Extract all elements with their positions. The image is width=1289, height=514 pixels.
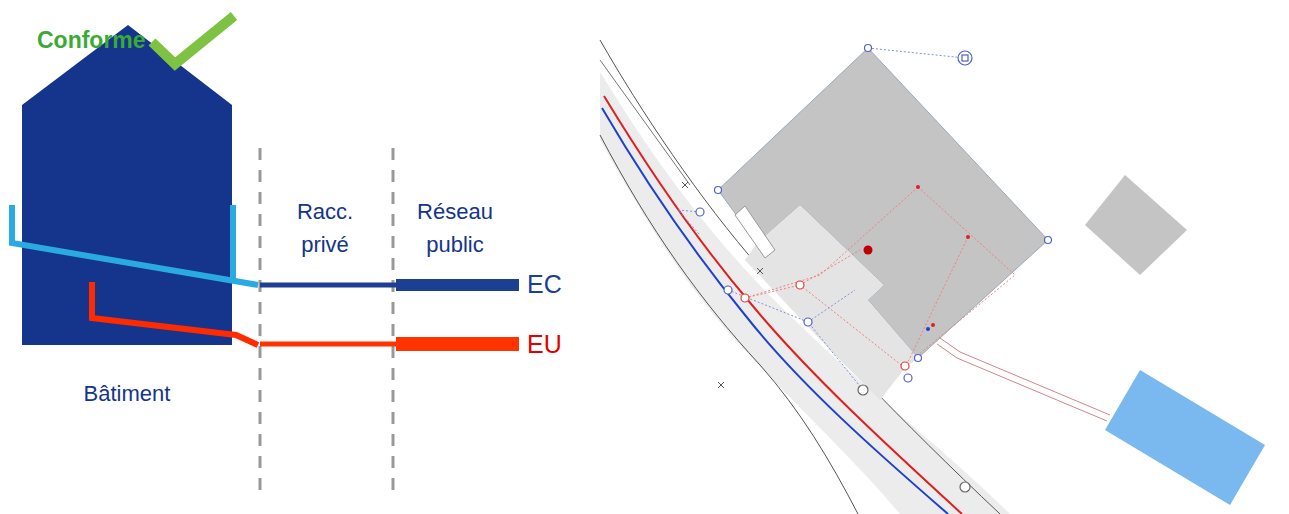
terrace	[745, 205, 918, 400]
waste-point	[931, 323, 935, 327]
stair	[735, 206, 775, 258]
downpipe	[864, 246, 873, 255]
waste-point	[916, 185, 920, 189]
survey-point	[682, 182, 763, 388]
network-label: EC	[527, 268, 587, 301]
pool-pipe	[937, 344, 1107, 421]
manhole	[696, 51, 972, 492]
network-label: EU	[527, 328, 587, 361]
status-heading: Conforme	[37, 24, 177, 57]
house-outline	[22, 25, 232, 345]
node-label: Bâtiment	[20, 381, 234, 407]
storm-point	[926, 327, 930, 331]
waste-private	[260, 342, 396, 347]
house-shape	[20, 25, 234, 345]
storm-public	[396, 279, 519, 291]
private-waste-network	[745, 187, 1015, 368]
pool	[1105, 370, 1265, 505]
corner-point	[715, 45, 1052, 362]
boundary-line	[392, 148, 395, 500]
storm-private	[260, 283, 396, 288]
waste-point	[966, 235, 970, 239]
waste-public	[396, 337, 519, 351]
zone-label: Réseau public	[405, 195, 505, 261]
boundary-line	[259, 148, 262, 500]
storm-downpipe	[230, 205, 236, 283]
zone-label: Racc. privé	[280, 195, 370, 261]
pool-pipe	[940, 338, 1110, 415]
building-node: Bâtiment	[20, 25, 234, 407]
building	[718, 48, 1048, 358]
annex	[1085, 175, 1187, 275]
parcel-line	[600, 60, 690, 185]
check-mark	[152, 16, 234, 64]
private-storm-network	[678, 48, 965, 390]
